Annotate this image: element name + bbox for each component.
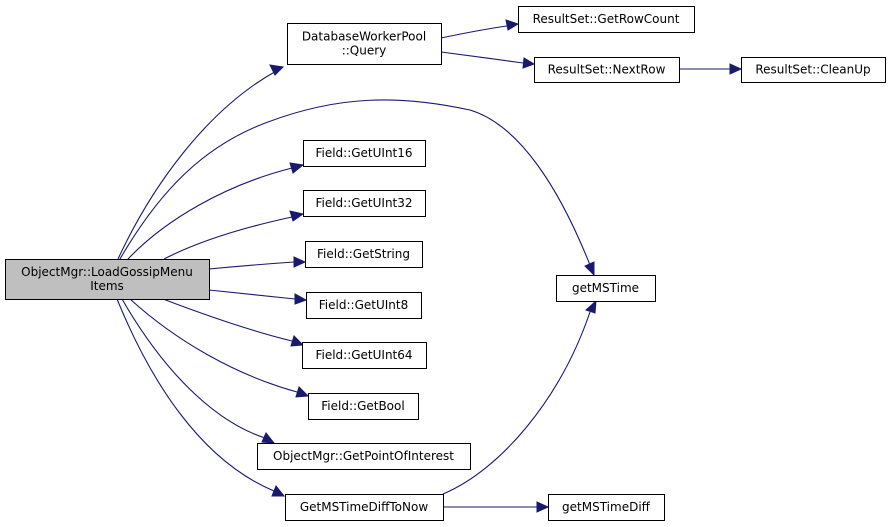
- node-box[interactable]: [302, 342, 427, 369]
- node-box[interactable]: [518, 6, 695, 33]
- node-box[interactable]: [306, 292, 422, 319]
- edge-root-to-getuint32: [163, 216, 293, 260]
- edge-root-to-getmstimedifftonow: [116, 298, 275, 492]
- edge-root-to-getuint16: [127, 167, 293, 260]
- arrowhead-icon: [290, 335, 305, 347]
- node-box[interactable]: [303, 190, 426, 217]
- arrowhead-icon: [536, 501, 550, 513]
- arrowhead-icon: [289, 210, 305, 222]
- node-getrowcount[interactable]: ResultSet::GetRowCount: [518, 6, 695, 33]
- node-getmstime[interactable]: getMSTime: [556, 275, 656, 302]
- node-box[interactable]: [534, 57, 680, 83]
- node-box[interactable]: [548, 494, 665, 521]
- node-getpoi[interactable]: ObjectMgr::GetPointOfInterest: [257, 443, 471, 470]
- node-label: ObjectMgr::GetPointOfInterest: [273, 449, 454, 463]
- node-label: GetMSTimeDiffToNow: [300, 500, 429, 514]
- node-label: Field::GetString: [317, 247, 410, 261]
- edge-root-to-getstring: [208, 261, 295, 270]
- node-getbool[interactable]: Field::GetBool: [308, 393, 419, 420]
- edge-root-to-getuint64: [162, 298, 293, 342]
- node-box[interactable]: [287, 23, 442, 65]
- node-box[interactable]: [285, 494, 444, 521]
- arrowhead-icon: [293, 256, 307, 268]
- edges-layer: [116, 19, 743, 513]
- arrowhead-icon: [729, 63, 743, 75]
- node-label: ResultSet::CleanUp: [755, 63, 870, 77]
- arrowhead-icon: [522, 57, 536, 69]
- edge-root-to-getuint8: [208, 289, 296, 300]
- arrowhead-icon: [295, 386, 310, 398]
- node-getstring[interactable]: Field::GetString: [305, 241, 423, 268]
- edge-root-to-query: [117, 69, 279, 260]
- node-label: Items: [90, 279, 124, 293]
- arrowhead-icon: [585, 299, 597, 314]
- node-label: getMSTime: [572, 281, 639, 295]
- node-getmstimedifftonow[interactable]: GetMSTimeDiffToNow: [285, 494, 444, 521]
- node-label: Field::GetUInt8: [319, 298, 408, 312]
- node-cleanup[interactable]: ResultSet::CleanUp: [741, 57, 886, 83]
- node-label: Field::GetBool: [321, 399, 404, 413]
- arrowhead-icon: [584, 261, 595, 277]
- node-getuint16[interactable]: Field::GetUInt16: [303, 140, 426, 167]
- arrowhead-icon: [271, 485, 286, 497]
- edge-root-to-getbool: [129, 298, 298, 393]
- node-box[interactable]: [556, 275, 656, 302]
- node-box[interactable]: [303, 140, 426, 167]
- node-box[interactable]: [257, 443, 471, 470]
- arrowhead-icon: [261, 432, 276, 444]
- node-nextrow[interactable]: ResultSet::NextRow: [534, 57, 680, 83]
- node-label: getMSTimeDiff: [562, 500, 651, 514]
- node-label: Field::GetUInt16: [315, 146, 412, 160]
- node-getuint8[interactable]: Field::GetUInt8: [306, 292, 422, 319]
- node-label: ResultSet::NextRow: [548, 63, 666, 77]
- arrowhead-icon: [505, 19, 520, 31]
- edge-getmstimedifftonow-to-getmstime: [442, 311, 591, 495]
- node-label: Field::GetUInt32: [315, 196, 412, 210]
- arrowhead-icon: [294, 293, 308, 305]
- edge-root-to-getpoi: [121, 298, 266, 439]
- node-label: ResultSet::GetRowCount: [533, 12, 680, 26]
- node-box[interactable]: [305, 241, 423, 268]
- edge-root-to-getmstime: [119, 99, 591, 266]
- edge-query-to-getrowcount: [440, 25, 508, 39]
- node-box[interactable]: [308, 393, 419, 420]
- node-box[interactable]: [5, 259, 210, 300]
- node-getmstimediff[interactable]: getMSTimeDiff: [548, 494, 665, 521]
- edge-query-to-nextrow: [440, 51, 524, 64]
- arrowhead-icon: [269, 64, 285, 76]
- node-query[interactable]: DatabaseWorkerPool::Query: [287, 23, 442, 65]
- node-label: DatabaseWorkerPool: [302, 30, 426, 44]
- node-getuint64[interactable]: Field::GetUInt64: [302, 342, 427, 369]
- node-label: Field::GetUInt64: [315, 348, 412, 362]
- node-getuint32[interactable]: Field::GetUInt32: [303, 190, 426, 217]
- node-box[interactable]: [741, 57, 886, 83]
- arrowhead-icon: [289, 162, 305, 174]
- node-label: ::Query: [342, 44, 387, 58]
- node-label: ObjectMgr::LoadGossipMenu: [21, 265, 193, 279]
